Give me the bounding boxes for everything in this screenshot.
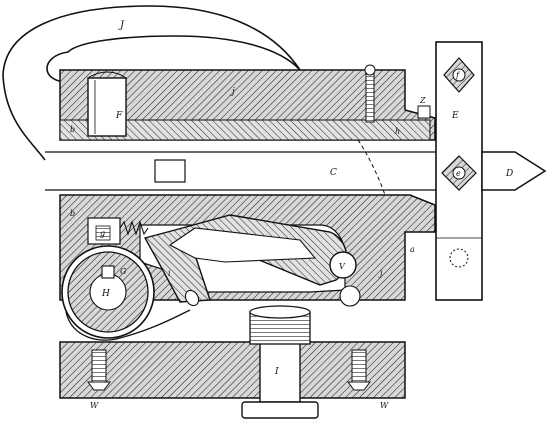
label-h: h bbox=[395, 127, 400, 136]
lever-window bbox=[168, 227, 317, 263]
screw-W-left-head bbox=[87, 381, 111, 391]
clamp-screw-I-top bbox=[249, 305, 311, 319]
label-F: F bbox=[115, 111, 123, 121]
label-C: C bbox=[330, 168, 337, 178]
label-j-top: j bbox=[230, 87, 235, 97]
label-G: G bbox=[120, 267, 127, 276]
spring-block-g-inner bbox=[95, 225, 111, 241]
label-J: J bbox=[118, 20, 125, 31]
bore-plug bbox=[154, 159, 186, 183]
upper-screw bbox=[365, 69, 375, 123]
clamp-screw-I-foot bbox=[241, 401, 319, 419]
screw-W-right bbox=[351, 349, 367, 383]
coil-spring bbox=[119, 220, 149, 236]
base-plate bbox=[59, 341, 406, 399]
label-j-right: j bbox=[378, 269, 383, 278]
wheel-band bbox=[65, 309, 191, 341]
band-pin bbox=[184, 289, 200, 307]
label-W-right: W bbox=[380, 401, 389, 410]
label-I: I bbox=[274, 367, 279, 377]
clamp-screw-I-body bbox=[259, 339, 301, 403]
part-Z bbox=[417, 105, 431, 119]
pivot-V bbox=[329, 251, 357, 279]
label-b-mid: b bbox=[70, 209, 75, 218]
block-F-shade bbox=[87, 71, 127, 79]
block-F bbox=[87, 77, 127, 137]
upper-screw-head bbox=[364, 64, 376, 76]
label-a: a bbox=[410, 245, 415, 254]
label-i-lever: i bbox=[168, 269, 171, 278]
label-f: f bbox=[455, 71, 461, 80]
label-e: e bbox=[456, 169, 461, 178]
label-E: E bbox=[451, 111, 459, 121]
spring-arm-J bbox=[2, 5, 301, 161]
label-H: H bbox=[101, 289, 110, 299]
diamond-f-center bbox=[452, 68, 466, 82]
label-g: g bbox=[100, 229, 105, 238]
ratchet-G bbox=[101, 265, 115, 279]
pointer-D bbox=[481, 151, 547, 191]
label-W-left: W bbox=[90, 401, 99, 410]
label-b-top: b bbox=[70, 125, 75, 134]
upper-jaw-inner-strip bbox=[59, 119, 431, 141]
screw-W-right-head bbox=[347, 381, 371, 391]
label-D: D bbox=[505, 169, 513, 179]
label-Z: Z bbox=[419, 96, 426, 105]
label-V: V bbox=[339, 262, 346, 271]
plate-hole-dashed bbox=[449, 248, 469, 268]
screw-W-left bbox=[91, 349, 107, 383]
pivot-lower-circle bbox=[339, 285, 361, 307]
diamond-e-center bbox=[452, 166, 466, 180]
